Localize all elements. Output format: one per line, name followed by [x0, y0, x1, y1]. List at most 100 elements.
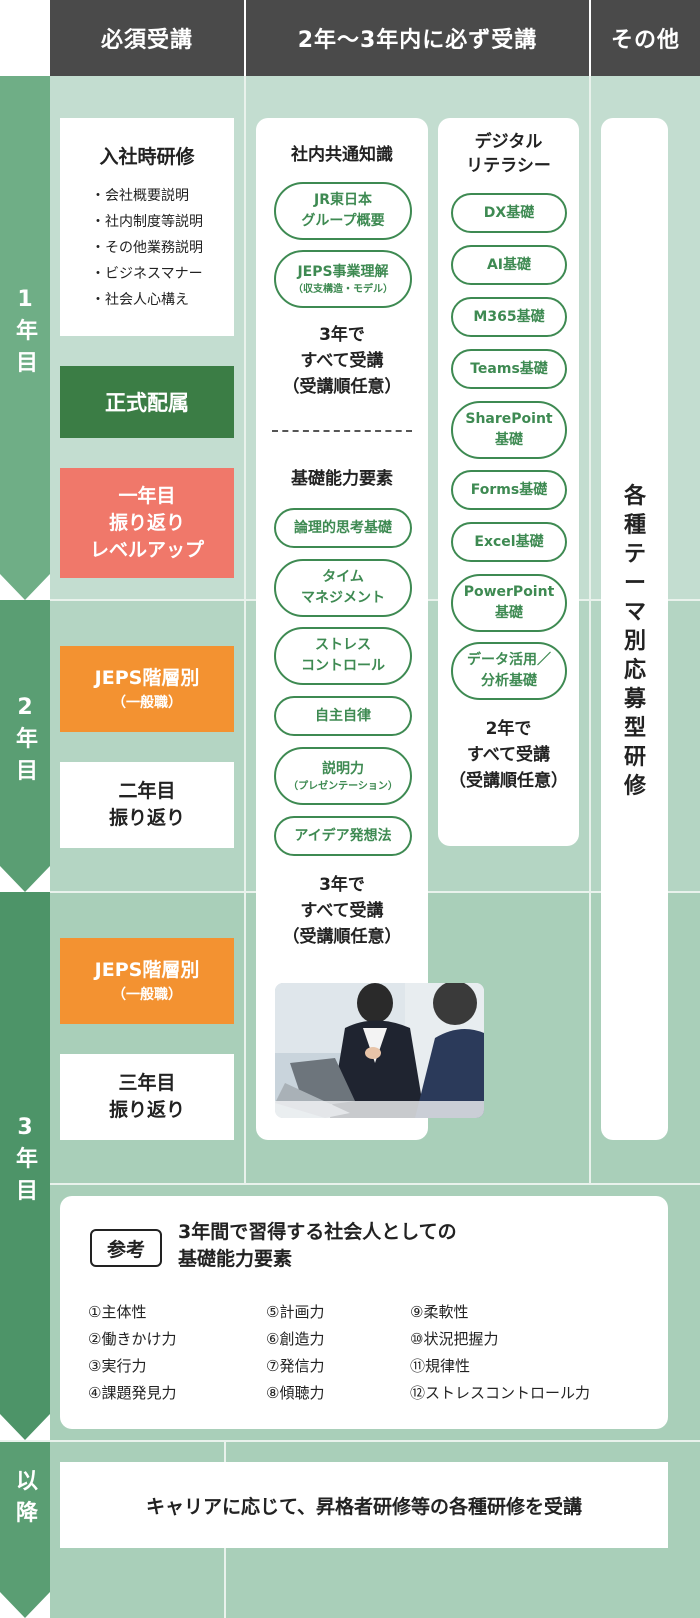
pill-sub: （収支構造・モデル）: [293, 283, 393, 295]
pill-label: ストレス コントロール: [301, 637, 385, 674]
header-other: その他: [591, 0, 700, 76]
after-label: 以 降: [16, 1469, 39, 1526]
ability-item: ⑫ストレスコントロール力: [410, 1384, 591, 1402]
digital-pill-powerpoint[interactable]: PowerPoint 基礎: [451, 574, 567, 632]
review1-label: 一年目 振り返り レベルアップ: [89, 484, 204, 561]
digital-pill-forms[interactable]: Forms基礎: [451, 470, 567, 510]
review3-label: 三年目 振り返り: [108, 1072, 185, 1121]
year3-label: 3 年 目: [16, 1115, 39, 1204]
review3-box: 三年目 振り返り: [60, 1054, 234, 1140]
pill-label: 自主自律: [315, 707, 371, 724]
orientation-title: 入社時研修: [99, 146, 195, 168]
pill-label: PowerPoint 基礎: [463, 584, 555, 621]
header-required: 必須受講: [50, 0, 244, 76]
basic-pill-time[interactable]: タイム マネジメント: [274, 559, 412, 617]
reference-col2: ⑤計画力 ⑥創造力 ⑦発信力 ⑧傾聴力: [266, 1299, 406, 1407]
jeps2-sub: （一般職）: [112, 695, 182, 711]
basic-pill-ideas[interactable]: アイデア発想法: [274, 816, 412, 856]
other-card: [601, 118, 668, 1140]
assignment-label: 正式配属: [105, 391, 189, 415]
pill-label: Teams基礎: [470, 360, 548, 377]
jeps2-title: JEPS階層別: [94, 667, 200, 689]
basic-pill-logical[interactable]: 論理的思考基礎: [274, 508, 412, 548]
jeps2-box: JEPS階層別 （一般職）: [60, 646, 234, 732]
reference-col1: ①主体性 ②働きかけ力 ③実行力 ④課題発見力: [88, 1299, 263, 1407]
header-other-label: その他: [610, 28, 680, 53]
dashed-divider: [272, 430, 412, 432]
pill-label: DX基礎: [483, 204, 535, 221]
digital-pill-ai[interactable]: AI基礎: [451, 245, 567, 285]
meeting-photo: [275, 983, 484, 1118]
assignment-box: 正式配属: [60, 366, 234, 438]
ability-item: ⑨柔軟性: [410, 1303, 469, 1321]
ability-item: ⑧傾聴力: [266, 1384, 325, 1402]
after-arrow: [0, 1442, 50, 1618]
common-note: 3年で すべて受講 （受講順任意）: [282, 325, 402, 397]
ability-item: ①主体性: [88, 1303, 147, 1321]
digital-note: 2年で すべて受講 （受講順任意）: [449, 719, 568, 791]
reference-col3: ⑨柔軟性 ⑩状況把握力 ⑪規律性 ⑫ストレスコントロール力: [410, 1299, 665, 1407]
pill-label: アイデア発想法: [294, 827, 392, 844]
pill-sub: （プレゼンテーション）: [288, 780, 398, 792]
review1-box: 一年目 振り返り レベルアップ: [60, 468, 234, 578]
reference-badge-label: 参考: [106, 1238, 145, 1261]
ability-item: ③実行力: [88, 1357, 147, 1375]
orientation-box: 入社時研修 ・会社概要説明 ・社内制度等説明 ・その他業務説明 ・ビジネスマナー…: [60, 118, 234, 336]
reference-title: 3年間で習得する社会人としての 基礎能力要素: [178, 1221, 457, 1270]
ability-item: ⑤計画力: [266, 1303, 325, 1321]
digital-pill-data[interactable]: データ活用／ 分析基礎: [451, 642, 567, 700]
divider-col1: [244, 76, 246, 1184]
pill-label: Forms基礎: [470, 481, 548, 498]
common-pill-business[interactable]: JEPS事業理解 （収支構造・モデル）: [274, 250, 412, 308]
year-arrows: [0, 76, 50, 1618]
digital-pill-m365[interactable]: M365基礎: [451, 297, 567, 337]
year3-arrow: [0, 892, 50, 1440]
pill-label: JEPS事業理解: [297, 263, 389, 280]
divider-after-top: [0, 1440, 700, 1442]
other-label: 各種テーマ別応募型研修: [623, 484, 646, 799]
jeps3-box: JEPS階層別 （一般職）: [60, 938, 234, 1024]
review2-label: 二年目 振り返り: [108, 780, 185, 829]
pill-label: M365基礎: [473, 308, 545, 325]
digital-pill-teams[interactable]: Teams基礎: [451, 349, 567, 389]
pill-label: Excel基礎: [474, 533, 544, 550]
ability-item: ⑩状況把握力: [410, 1330, 499, 1348]
after-text: キャリアに応じて、昇格者研修等の各種研修を受講: [145, 1495, 583, 1518]
basic-pill-stress[interactable]: ストレス コントロール: [274, 627, 412, 685]
pill-label: 説明力: [322, 760, 364, 777]
orientation-item: ・社内制度等説明: [91, 214, 203, 230]
divider-y3ref: [50, 1183, 700, 1185]
pill-label: SharePoint 基礎: [465, 411, 553, 448]
year2-label: 2 年 目: [16, 695, 39, 784]
pill-label: AI基礎: [486, 256, 532, 273]
pill-label: データ活用／ 分析基礎: [467, 652, 551, 689]
orientation-item: ・その他業務説明: [91, 240, 203, 256]
reference-badge: 参考: [90, 1229, 162, 1267]
basic-title: 基礎能力要素: [291, 469, 393, 489]
ability-item: ⑦発信力: [266, 1357, 325, 1375]
year2-arrow: [0, 600, 50, 892]
orientation-item: ・社会人心構え: [91, 292, 189, 308]
common-pill-group-overview[interactable]: JR東日本 グループ概要: [274, 182, 412, 240]
jeps3-title: JEPS階層別: [94, 959, 200, 981]
digital-pill-dx[interactable]: DX基礎: [451, 193, 567, 233]
jeps3-sub: （一般職）: [112, 987, 182, 1003]
digital-pill-sharepoint[interactable]: SharePoint 基礎: [451, 401, 567, 459]
digital-pill-excel[interactable]: Excel基礎: [451, 522, 567, 562]
pill-label: JR東日本 グループ概要: [301, 192, 385, 229]
review2-box: 二年目 振り返り: [60, 762, 234, 848]
basic-pill-autonomy[interactable]: 自主自律: [274, 696, 412, 736]
basic-pill-explanation[interactable]: 説明力 （プレゼンテーション）: [274, 747, 412, 805]
pill-label: 論理的思考基礎: [294, 519, 392, 536]
year1-label: 1 年 目: [16, 287, 39, 376]
ability-item: ④課題発見力: [88, 1384, 177, 1402]
header-within-3years: 2年〜3年内に必ず受講: [246, 0, 589, 76]
orientation-item: ・ビジネスマナー: [91, 266, 203, 282]
basic-note: 3年で すべて受講 （受講順任意）: [282, 875, 402, 947]
year1-arrow: [0, 76, 50, 600]
orientation-list: ・会社概要説明 ・社内制度等説明 ・その他業務説明 ・ビジネスマナー ・社会人心…: [91, 183, 203, 313]
orientation-item: ・会社概要説明: [91, 188, 189, 204]
header-required-label: 必須受講: [100, 28, 193, 53]
after-box: キャリアに応じて、昇格者研修等の各種研修を受講: [60, 1462, 668, 1548]
divider-col2: [589, 76, 591, 1184]
